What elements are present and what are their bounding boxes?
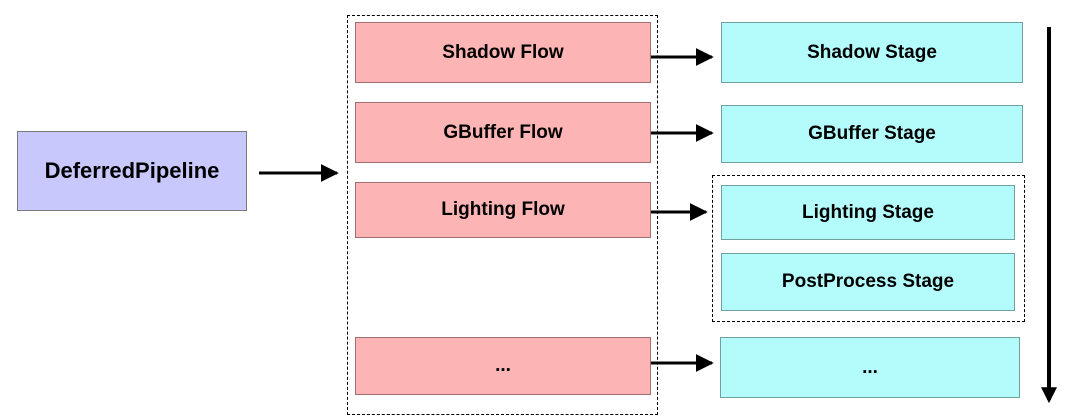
stage-gbuffer: GBuffer Stage [721, 105, 1023, 163]
stage-lighting: Lighting Stage [721, 185, 1015, 240]
flow-gbuffer-label: GBuffer Flow [443, 121, 563, 143]
flow-lighting: Lighting Flow [355, 182, 651, 238]
stage-postprocess-label: PostProcess Stage [781, 271, 955, 292]
flow-shadow-label: Shadow Flow [442, 41, 564, 63]
deferred-pipeline-node: DeferredPipeline [17, 131, 247, 211]
stage-lighting-label: Lighting Stage [802, 201, 934, 223]
stage-shadow: Shadow Stage [721, 22, 1023, 83]
flow-more-label: ... [495, 355, 511, 376]
flow-group [347, 15, 658, 415]
flow-shadow: Shadow Flow [355, 22, 651, 83]
stage-shadow-label: Shadow Stage [807, 41, 937, 63]
flow-lighting-label: Lighting Flow [441, 199, 565, 220]
stage-postprocess: PostProcess Stage [721, 253, 1015, 311]
deferred-pipeline-label: DeferredPipeline [44, 158, 220, 183]
lighting-stage-group [712, 175, 1025, 322]
stage-gbuffer-label: GBuffer Stage [808, 123, 936, 144]
stage-more-label: ... [862, 356, 878, 378]
stage-more: ... [720, 337, 1020, 398]
flow-more: ... [355, 337, 651, 395]
flow-gbuffer: GBuffer Flow [355, 102, 651, 163]
